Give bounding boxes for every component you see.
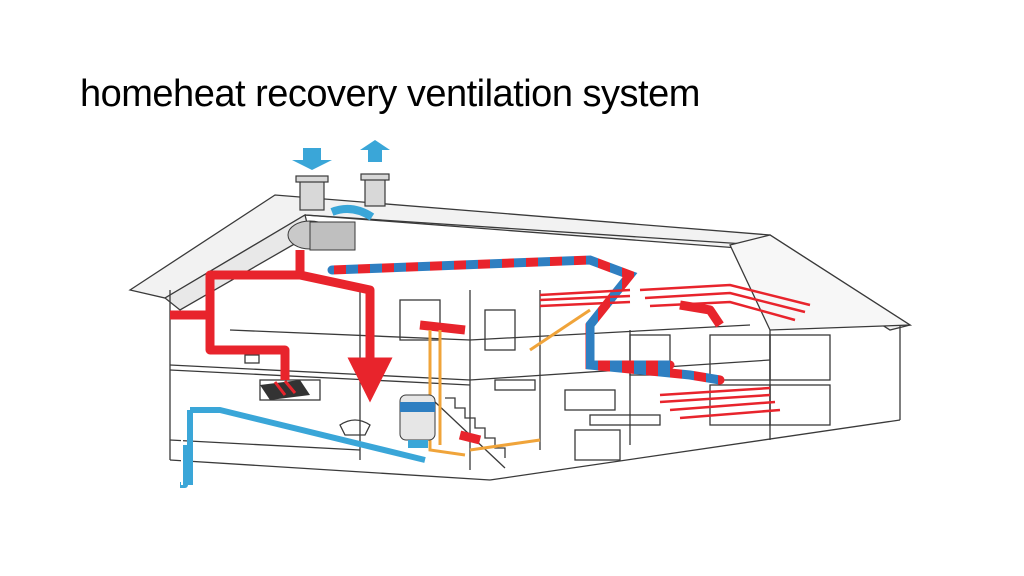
house-structure	[169, 290, 901, 481]
house-cutaway-illustration	[128, 140, 913, 488]
heat-recovery-unit	[287, 204, 375, 251]
hot-water-pipes	[428, 308, 591, 457]
floor-extract-grill	[260, 380, 310, 400]
underfloor-heating	[539, 283, 811, 420]
slide-title: homeheat recovery ventilation system	[80, 73, 700, 115]
hot-water-cylinder	[399, 394, 436, 448]
outdoor-intake-pipe	[180, 407, 426, 488]
warm-air-ducting	[170, 250, 724, 445]
rooftop-vents	[295, 173, 390, 211]
roof	[128, 194, 913, 331]
supply-ducting	[327, 255, 725, 385]
vent-flow-arrows	[292, 140, 390, 170]
